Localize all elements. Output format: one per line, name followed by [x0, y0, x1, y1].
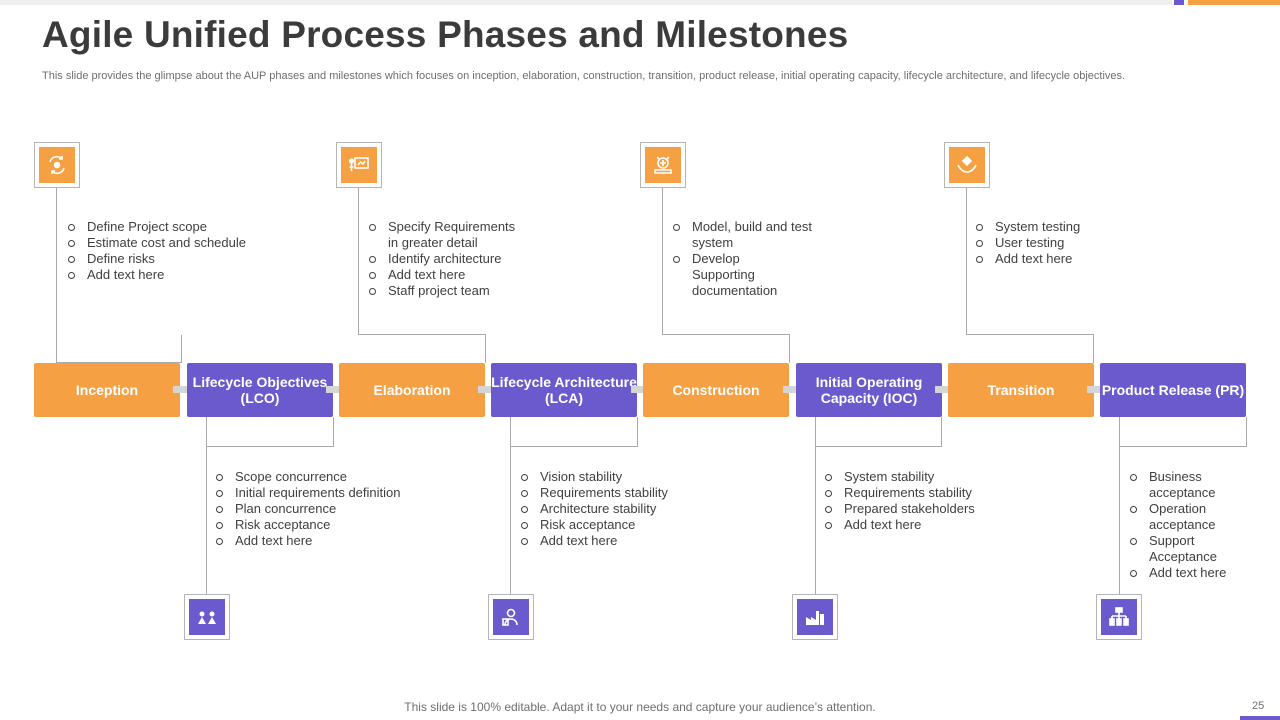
mask-pr-right	[1120, 447, 1248, 595]
milestone-lco: Lifecycle Objectives (LCO)	[187, 363, 333, 417]
list-item: Staff project team	[368, 283, 528, 299]
cycle-gear-icon	[39, 147, 75, 183]
lca-icon-frame	[488, 594, 534, 640]
team-people-icon	[189, 599, 225, 635]
lca-bullets: Vision stability Requirements stability …	[520, 469, 720, 549]
list-item: Business acceptance	[1129, 469, 1219, 501]
link-tab	[1087, 386, 1105, 393]
list-item: Add text here	[67, 267, 282, 283]
inception-bullets: Define Project scope Estimate cost and s…	[67, 219, 282, 283]
elaboration-bullets: Specify Requirements in greater detail I…	[368, 219, 528, 299]
list-item: Specify Requirements in greater detail	[368, 219, 528, 251]
transition-icon-frame	[944, 142, 990, 188]
factory-icon	[797, 599, 833, 635]
connector-construction-drop	[789, 335, 790, 363]
list-item: Develop Supporting documentation	[672, 251, 792, 299]
list-item: Risk acceptance	[520, 517, 720, 533]
connector-construction	[662, 187, 790, 335]
list-item: Model, build and test system	[672, 219, 812, 251]
milestone-ioc: Initial Operating Capacity (IOC)	[796, 363, 942, 417]
engineer-icon	[493, 599, 529, 635]
connector-pr-horizontal	[1119, 446, 1247, 447]
mask-lca-right	[511, 447, 639, 595]
mask-ioc	[816, 417, 941, 446]
transition-bullets: System testing User testing Add text her…	[975, 219, 1155, 267]
mask-lco	[207, 417, 333, 446]
list-item: Define Project scope	[67, 219, 282, 235]
link-tab	[173, 386, 191, 393]
link-tab	[935, 386, 953, 393]
page-number: 25	[1252, 700, 1265, 712]
pr-icon-frame	[1096, 594, 1142, 640]
list-item: Identify architecture	[368, 251, 528, 267]
top-accent-purple	[1174, 0, 1184, 5]
mask-lca	[511, 417, 637, 446]
mask-ioc-right	[816, 447, 943, 595]
list-item: System testing	[975, 219, 1155, 235]
list-item: Scope concurrence	[215, 469, 445, 485]
slide-footer: This slide is 100% editable. Adapt it to…	[404, 700, 876, 714]
list-item: System stability	[824, 469, 1024, 485]
page-number-bar	[1240, 716, 1280, 720]
list-item: Operation acceptance	[1129, 501, 1219, 533]
ioc-bullets: System stability Requirements stability …	[824, 469, 1024, 533]
list-item: Add text here	[1129, 565, 1239, 581]
list-item: Prepared stakeholders	[824, 501, 1024, 517]
list-item: Requirements stability	[520, 485, 720, 501]
pr-bullets: Business acceptance Operation acceptance…	[1129, 469, 1239, 581]
list-item: Estimate cost and schedule	[67, 235, 282, 251]
connector-transition-drop	[1093, 335, 1094, 363]
connector-inception	[56, 187, 182, 363]
list-item: Define risks	[67, 251, 282, 267]
list-item: Support Acceptance	[1129, 533, 1219, 565]
construction-bullets: Model, build and test system Develop Sup…	[672, 219, 852, 299]
connector-transition	[966, 187, 1094, 335]
presentation-board-icon	[341, 147, 377, 183]
mask-lco-right	[207, 447, 335, 595]
phase-construction: Construction	[643, 363, 789, 417]
elaboration-icon-frame	[336, 142, 382, 188]
list-item: Initial requirements definition	[215, 485, 445, 501]
list-item: Add text here	[824, 517, 1024, 533]
list-item: Requirements stability	[824, 485, 1024, 501]
organization-chart-icon	[1101, 599, 1137, 635]
connector-ioc-horizontal	[815, 446, 942, 447]
mask-pr	[1120, 417, 1246, 446]
list-item: Add text here	[215, 533, 445, 549]
phase-elaboration: Elaboration	[339, 363, 485, 417]
lco-icon-frame	[184, 594, 230, 640]
inception-icon-frame	[34, 142, 80, 188]
slide-subtitle: This slide provides the glimpse about th…	[42, 70, 1126, 82]
phase-transition: Transition	[948, 363, 1094, 417]
list-item: Add text here	[368, 267, 528, 283]
top-accent-bar	[0, 0, 1172, 5]
slide-title: Agile Unified Process Phases and Milesto…	[42, 14, 849, 55]
link-tab	[478, 386, 496, 393]
building-plan-icon	[645, 147, 681, 183]
connector-elaboration-drop	[485, 335, 486, 363]
connector-lco-horizontal	[206, 446, 334, 447]
phase-inception: Inception	[34, 363, 180, 417]
connector-elaboration	[358, 187, 486, 335]
ioc-icon-frame	[792, 594, 838, 640]
list-item: Plan concurrence	[215, 501, 445, 517]
link-tab	[631, 386, 649, 393]
list-item: User testing	[975, 235, 1155, 251]
link-tab	[326, 386, 344, 393]
list-item: Add text here	[520, 533, 720, 549]
list-item: Vision stability	[520, 469, 720, 485]
list-item: Architecture stability	[520, 501, 720, 517]
hands-exchange-icon	[949, 147, 985, 183]
list-item: Risk acceptance	[215, 517, 445, 533]
connector-lca-horizontal	[510, 446, 638, 447]
construction-icon-frame	[640, 142, 686, 188]
milestone-pr: Product Release (PR)	[1100, 363, 1246, 417]
connector-inception-drop	[181, 335, 182, 363]
link-tab	[783, 386, 801, 393]
list-item: Add text here	[975, 251, 1155, 267]
top-accent-orange	[1188, 0, 1280, 5]
milestone-lca: Lifecycle Architecture (LCA)	[491, 363, 637, 417]
lco-bullets: Scope concurrence Initial requirements d…	[215, 469, 445, 549]
